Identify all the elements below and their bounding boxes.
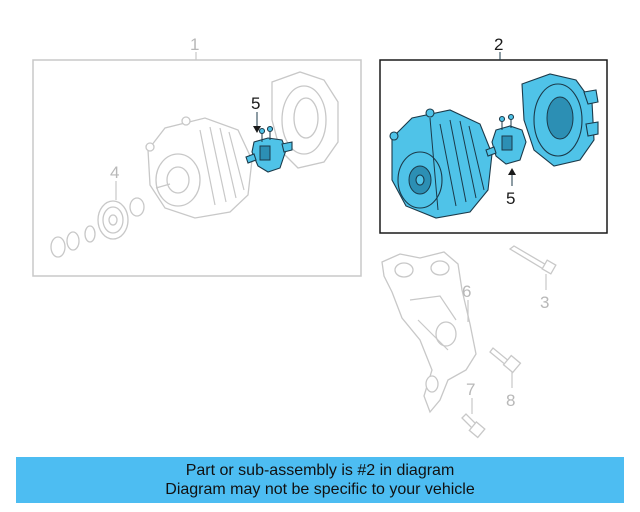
callout-4: 4 [110,163,119,182]
bolt-3 [508,245,557,275]
banner-line-2: Diagram may not be specific to your vehi… [165,481,475,498]
callout-2: 2 [494,35,503,54]
assembly-1-group: 1 4 [32,35,362,277]
leader-5a-arrow [253,126,261,133]
alternator-part-2 [389,108,493,219]
info-banner: Part or sub-assembly is #2 in diagram Di… [16,457,624,503]
rear-cover-part [521,73,599,167]
callout-5a: 5 [251,94,260,113]
callout-6: 6 [462,282,471,301]
callout-3: 3 [540,293,549,312]
regulator-part-5a [245,125,293,173]
callout-1: 1 [190,35,199,54]
bracket-6 [381,251,477,414]
callout-5b: 5 [506,189,515,208]
regulator-part-5b [485,113,527,165]
assembly-1-frame [32,59,362,277]
assembly-2-group: 2 5 [379,35,608,234]
alternator-ghost [145,116,253,219]
banner-line-1: Part or sub-assembly is #2 in diagram [185,462,455,479]
assembly-2-frame [379,59,608,234]
bolt-8 [489,347,522,374]
pulley-washers [50,197,145,258]
leader-5b-arrow [508,168,516,175]
callout-7: 7 [466,380,475,399]
callout-8: 8 [506,391,515,410]
bolt-7 [461,413,486,439]
